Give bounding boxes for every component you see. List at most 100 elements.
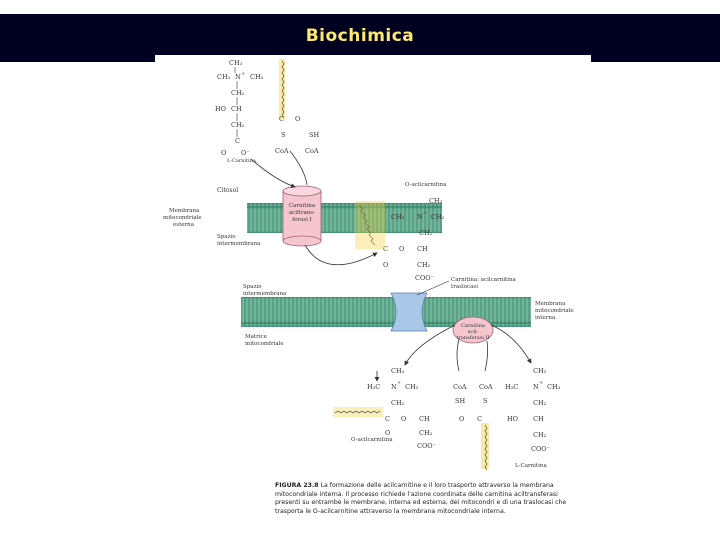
svg-text:+: +	[241, 71, 245, 77]
cat2-label-1: Carnitina	[461, 323, 485, 329]
figure-caption: FIGURA 23.8 La formazione delle acilcarn…	[275, 482, 575, 516]
svg-text:SH: SH	[455, 397, 465, 405]
label-intermembrane2-1: Spazio	[243, 284, 262, 290]
svg-text:CH₂: CH₂	[419, 229, 433, 237]
label-inner-membrane-1: Membrana	[535, 301, 566, 307]
svg-text:C: C	[279, 115, 284, 123]
svg-text:COO⁻: COO⁻	[415, 274, 434, 282]
svg-text:O: O	[399, 245, 404, 253]
svg-text:COO⁻: COO⁻	[531, 445, 550, 453]
cat2-label-2: acil-	[468, 329, 479, 335]
svg-text:O⁻: O⁻	[241, 149, 250, 157]
label-citosol: Citosol	[217, 187, 238, 194]
svg-text:O: O	[459, 415, 464, 423]
figure: Carnitina aciltrans- ferasi I Carnitina …	[155, 55, 591, 535]
label-intermembrane2-2: intermembrana	[243, 291, 287, 297]
svg-text:C: C	[383, 245, 388, 253]
svg-text:C: C	[235, 137, 240, 145]
svg-text:CH: CH	[533, 415, 544, 423]
svg-text:CH₂: CH₂	[533, 399, 547, 407]
cat2-enzyme: Carnitina acil- transferasi II	[452, 316, 494, 344]
svg-text:CH₃: CH₃	[547, 383, 561, 391]
svg-text:L-Carnitina: L-Carnitina	[227, 158, 256, 164]
svg-text:N: N	[417, 213, 423, 221]
translocase-protein	[390, 292, 428, 332]
svg-text:+: +	[397, 380, 401, 386]
cat2-label-3: transferasi II	[456, 335, 489, 341]
svg-text:CH₂: CH₂	[417, 261, 431, 269]
label-translocase-1: Carnitina: acilcarnitina	[451, 277, 516, 283]
svg-text:S: S	[483, 397, 487, 405]
svg-text:CH₂: CH₂	[231, 121, 245, 129]
cat1-label-2: aciltrans-	[289, 210, 315, 216]
label-matrix-1: Matrice	[245, 334, 267, 340]
svg-text:CH: CH	[419, 415, 430, 423]
translocase-pointer	[416, 280, 450, 296]
svg-text:SH: SH	[309, 131, 319, 139]
outer-membrane	[247, 203, 442, 233]
cat1-label-1: Carnitina	[289, 203, 316, 209]
carnitine-bottom: CH₃ H₃C N + CH₃ CH₂ HO CH CH₂ COO⁻ L-Car…	[505, 367, 561, 469]
svg-text:CoA: CoA	[479, 383, 493, 391]
label-outer-membrane-2: mitocondriale	[163, 215, 202, 221]
svg-text:O-acilcarnitina: O-acilcarnitina	[405, 182, 447, 188]
arrow-cat2-right	[490, 324, 532, 364]
svg-text:N: N	[391, 383, 397, 391]
arrow-coa	[289, 150, 308, 186]
svg-text:CH₃: CH₃	[391, 213, 405, 221]
svg-text:CH₃: CH₃	[250, 73, 264, 81]
cat1-enzyme: Carnitina aciltrans- ferasi I	[282, 185, 322, 247]
caption-text: La formazione delle acilcarnitine e il l…	[275, 482, 567, 515]
arrow-cat2-left	[404, 324, 456, 366]
svg-text:C: C	[477, 415, 482, 423]
svg-text:HO: HO	[507, 415, 518, 423]
label-translocase-2: traslocasi	[451, 284, 478, 290]
header-bar	[0, 14, 720, 62]
carnitine-top: CH₃ CH₃ N + CH₃ CH₂ HO CH CH₂ C O O⁻ L-C…	[215, 59, 264, 164]
svg-text:S: S	[281, 131, 285, 139]
arrow-acyl-coa-out	[484, 340, 489, 372]
carnitine-shuttle-diagram: Carnitina aciltrans- ferasi I Carnitina …	[163, 59, 574, 471]
svg-text:C: C	[385, 415, 390, 423]
svg-text:O-acilcarnitina: O-acilcarnitina	[351, 437, 393, 443]
slide-title: Biochimica	[305, 26, 415, 46]
label-matrix-2: mitocondriale	[245, 341, 284, 347]
coa-bottom: CoA SH CoA S C O	[453, 383, 493, 471]
svg-text:O: O	[385, 429, 390, 437]
arrow-coa-in	[456, 338, 460, 372]
svg-text:CH₃: CH₃	[229, 59, 243, 67]
arrow-to-cat1	[250, 158, 296, 188]
svg-text:CH₃: CH₃	[405, 383, 419, 391]
label-intermembrane-1: Spazio	[217, 234, 236, 240]
label-inner-membrane-3: interna	[535, 315, 556, 321]
acylcarnitine-mid: O-acilcarnitina CH₃ CH₃ N + CH₃ CH₂ C O …	[355, 182, 447, 282]
svg-text:O: O	[401, 415, 406, 423]
svg-text:CH₃: CH₃	[431, 213, 445, 221]
svg-text:O: O	[383, 261, 388, 269]
acylcarnitine-bottom: CH₃ H₃C N + CH₃ CH₂ C O CH O CH₂ COO⁻ O-…	[333, 367, 436, 450]
svg-text:H₃C: H₃C	[505, 383, 518, 391]
svg-text:N: N	[533, 383, 539, 391]
arrow-to-acylcarnitine	[304, 244, 378, 266]
acyl-coa-top: C O S CoA SH CoA	[275, 59, 319, 155]
svg-text:CoA: CoA	[305, 147, 319, 155]
label-outer-membrane-1: Membrana	[169, 208, 200, 214]
label-outer-membrane-3: esterna	[173, 222, 195, 228]
svg-text:+: +	[539, 380, 543, 386]
svg-text:CH: CH	[231, 105, 242, 113]
svg-text:CH₂: CH₂	[391, 399, 405, 407]
svg-text:CH₂: CH₂	[419, 429, 433, 437]
svg-text:N: N	[235, 73, 241, 81]
svg-text:O: O	[221, 149, 226, 157]
svg-text:CoA: CoA	[453, 383, 467, 391]
svg-text:CH₃: CH₃	[429, 197, 443, 205]
svg-text:CH₂: CH₂	[533, 431, 547, 439]
svg-text:HO: HO	[215, 105, 226, 113]
label-intermembrane-2: intermembrana	[217, 241, 261, 247]
svg-text:+: +	[423, 210, 427, 216]
svg-text:CH: CH	[417, 245, 428, 253]
svg-text:CH₃: CH₃	[391, 367, 405, 375]
label-inner-membrane-2: mitocondriale	[535, 308, 574, 314]
svg-text:CH₃: CH₃	[533, 367, 547, 375]
caption-label: FIGURA 23.8	[275, 482, 319, 489]
